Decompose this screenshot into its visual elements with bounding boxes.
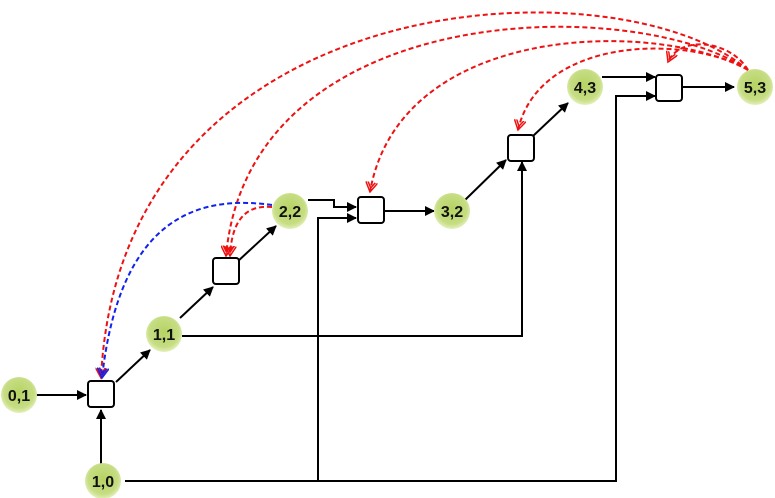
edge-j2-n22 [236, 225, 277, 263]
node-label: 0,1 [8, 388, 30, 405]
edge-n32-j4 [464, 159, 507, 201]
junction-j1 [87, 380, 115, 408]
edge-n11-j2 [179, 286, 214, 319]
node-label: 4,3 [574, 80, 596, 97]
node-1-0: 1,0 [85, 463, 121, 498]
node-0-1: 0,1 [1, 377, 37, 413]
edge-n53-j3 [370, 40, 749, 192]
edge-n22-j3 [308, 199, 357, 212]
node-4-3: 4,3 [567, 69, 603, 105]
node-label: 1,1 [153, 327, 175, 344]
edge-n10-j5 [318, 91, 656, 482]
node-5-3: 5,3 [737, 69, 773, 105]
edge-j1-n11 [115, 349, 151, 383]
dashed-edges [101, 11, 749, 378]
edge-n10-j3 [125, 213, 357, 482]
node-2-2: 2,2 [272, 193, 308, 229]
node-label: 1,0 [92, 474, 114, 491]
junction-j2 [212, 257, 240, 285]
junction-j5 [655, 74, 683, 102]
node-label: 2,2 [279, 204, 301, 221]
junction-j4 [507, 134, 535, 162]
node-3-2: 3,2 [434, 193, 470, 229]
node-label: 5,3 [744, 80, 766, 97]
edge-n53-j2 [226, 25, 749, 256]
junction-j3 [357, 196, 385, 224]
edge-n53-j4 [518, 47, 749, 130]
node-label: 3,2 [441, 204, 463, 221]
edge-n11-j4 [182, 161, 527, 337]
node-1-1: 1,1 [146, 316, 182, 352]
edge-n53-j5 [668, 43, 749, 71]
edge-n22-j1 [102, 201, 273, 378]
junctions [87, 74, 683, 408]
edge-j4-n43 [532, 102, 569, 137]
solid-edges [36, 72, 735, 482]
edge-n53-j1 [101, 11, 749, 378]
